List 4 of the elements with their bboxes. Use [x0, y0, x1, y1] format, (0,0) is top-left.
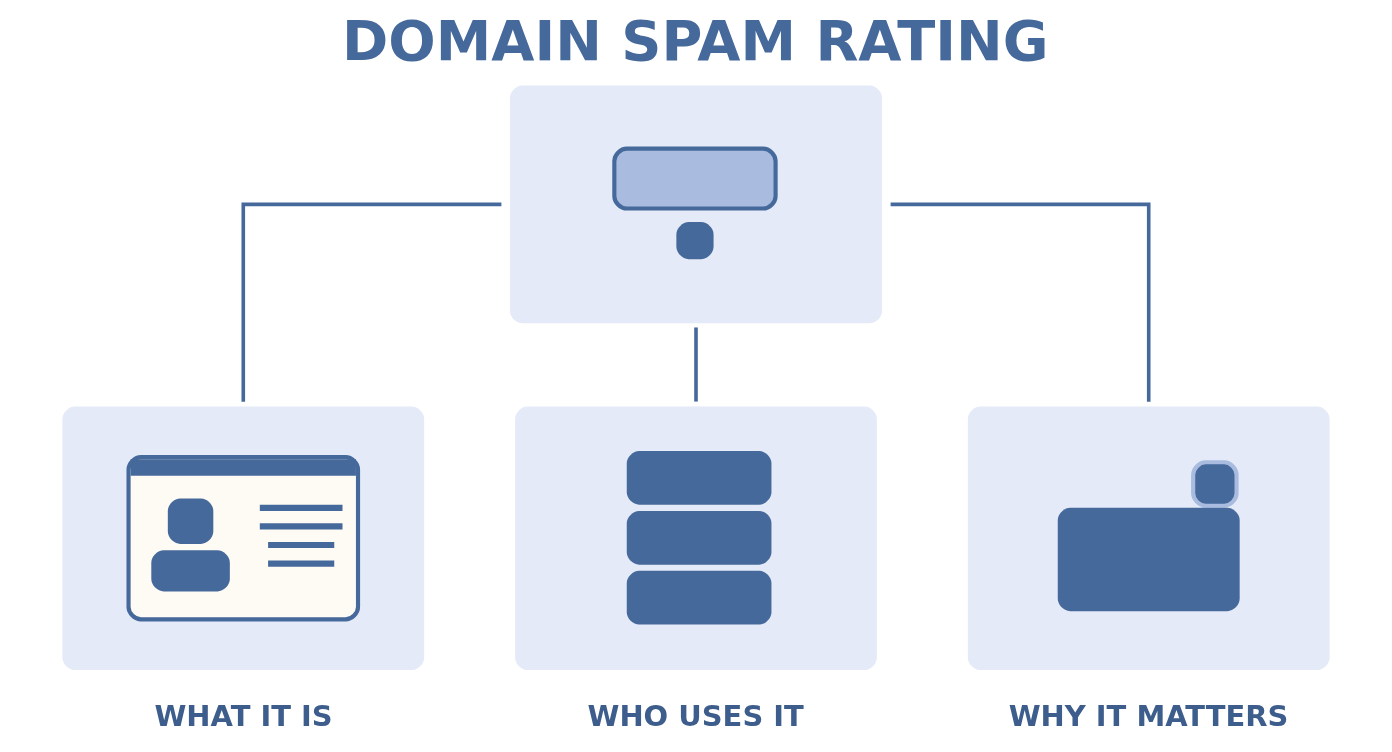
node-label: WHAT IT IS	[154, 699, 333, 734]
diagram-title: DOMAIN SPAM RATING	[341, 7, 1049, 73]
node-label: WHO USES IT	[587, 699, 804, 734]
node-label: WHY IT MATTERS	[1008, 699, 1289, 734]
